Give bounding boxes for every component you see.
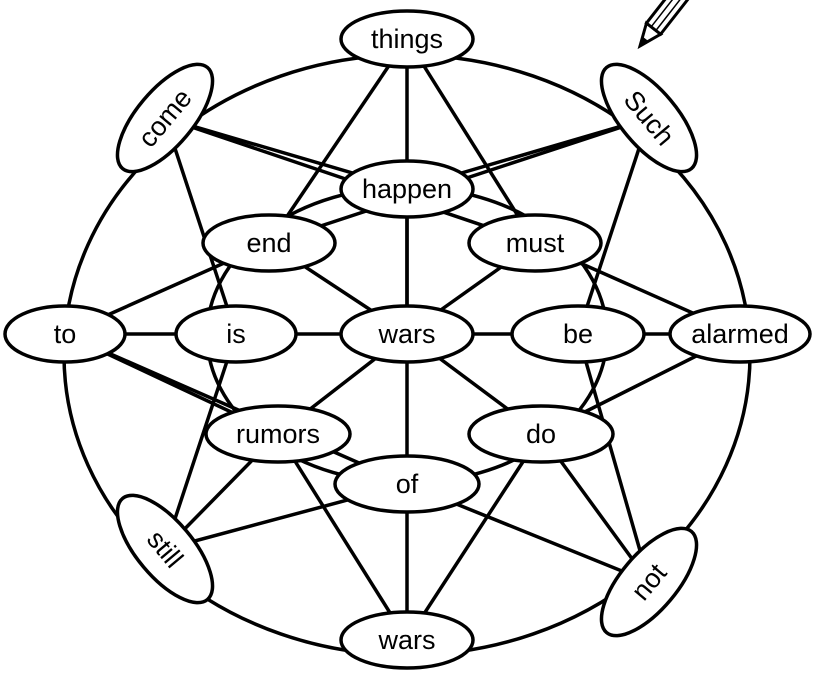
node-shape-wars_center [339, 304, 475, 364]
node-of: of [333, 454, 481, 514]
node-label-happen: happen [362, 174, 452, 204]
node-such: Such [599, 62, 699, 174]
node-be: be [510, 304, 646, 364]
node-shape-end [201, 213, 337, 273]
node-label-alarmed: alarmed [691, 319, 789, 349]
node-shape-still [115, 493, 215, 605]
node-shape-happen [339, 159, 475, 219]
node-label-end: end [246, 228, 291, 258]
node-shape-wars_bottom [339, 610, 475, 670]
node-must: must [467, 213, 603, 273]
edge-still-is [163, 333, 238, 550]
edge-wars_bottom-rumors [276, 433, 409, 641]
node-shape-alarmed [668, 304, 812, 364]
node-shape-do [467, 404, 615, 464]
node-shape-rumors [204, 404, 352, 464]
node-label-things: things [371, 24, 443, 54]
node-label-must: must [506, 228, 565, 258]
edge-things-must [405, 38, 537, 244]
node-things: things [339, 9, 475, 69]
node-shape-things [339, 9, 475, 69]
node-shape-such [599, 62, 699, 174]
edge-to-of [64, 332, 408, 486]
node-shape-of [333, 454, 481, 514]
edge-wars_bottom-do [405, 433, 543, 641]
edge-such-be [576, 117, 651, 335]
node-label-wars_bottom: wars [377, 625, 435, 655]
node-end: end [201, 213, 337, 273]
node-rumors: rumors [204, 404, 352, 464]
node-come: come [115, 62, 215, 174]
edge-come-is [163, 117, 238, 335]
node-happen: happen [339, 159, 475, 219]
node-shape-must [467, 213, 603, 273]
node-shape-come [115, 62, 215, 174]
node-shape-to [3, 304, 127, 364]
node-to: to [3, 304, 127, 364]
node-shape-not [599, 526, 699, 638]
node-shape-is [174, 304, 298, 364]
edge-not-be [576, 333, 651, 583]
node-label-is: is [226, 319, 246, 349]
node-alarmed: alarmed [668, 304, 812, 364]
node-label-to: to [54, 319, 77, 349]
node-label-be: be [563, 319, 593, 349]
pencil-icon [637, 0, 731, 50]
edge-things-end [267, 38, 409, 244]
node-label-do: do [526, 419, 556, 449]
node-do: do [467, 404, 615, 464]
node-label-wars_center: wars [377, 319, 435, 349]
node-label-rumors: rumors [236, 419, 320, 449]
node-wars_bottom: wars [339, 610, 475, 670]
node-label-of: of [396, 469, 419, 499]
node-still: still [115, 493, 215, 605]
node-wars_center: wars [339, 304, 475, 364]
node-shape-be [510, 304, 646, 364]
node-not: not [599, 526, 699, 638]
node-is: is [174, 304, 298, 364]
